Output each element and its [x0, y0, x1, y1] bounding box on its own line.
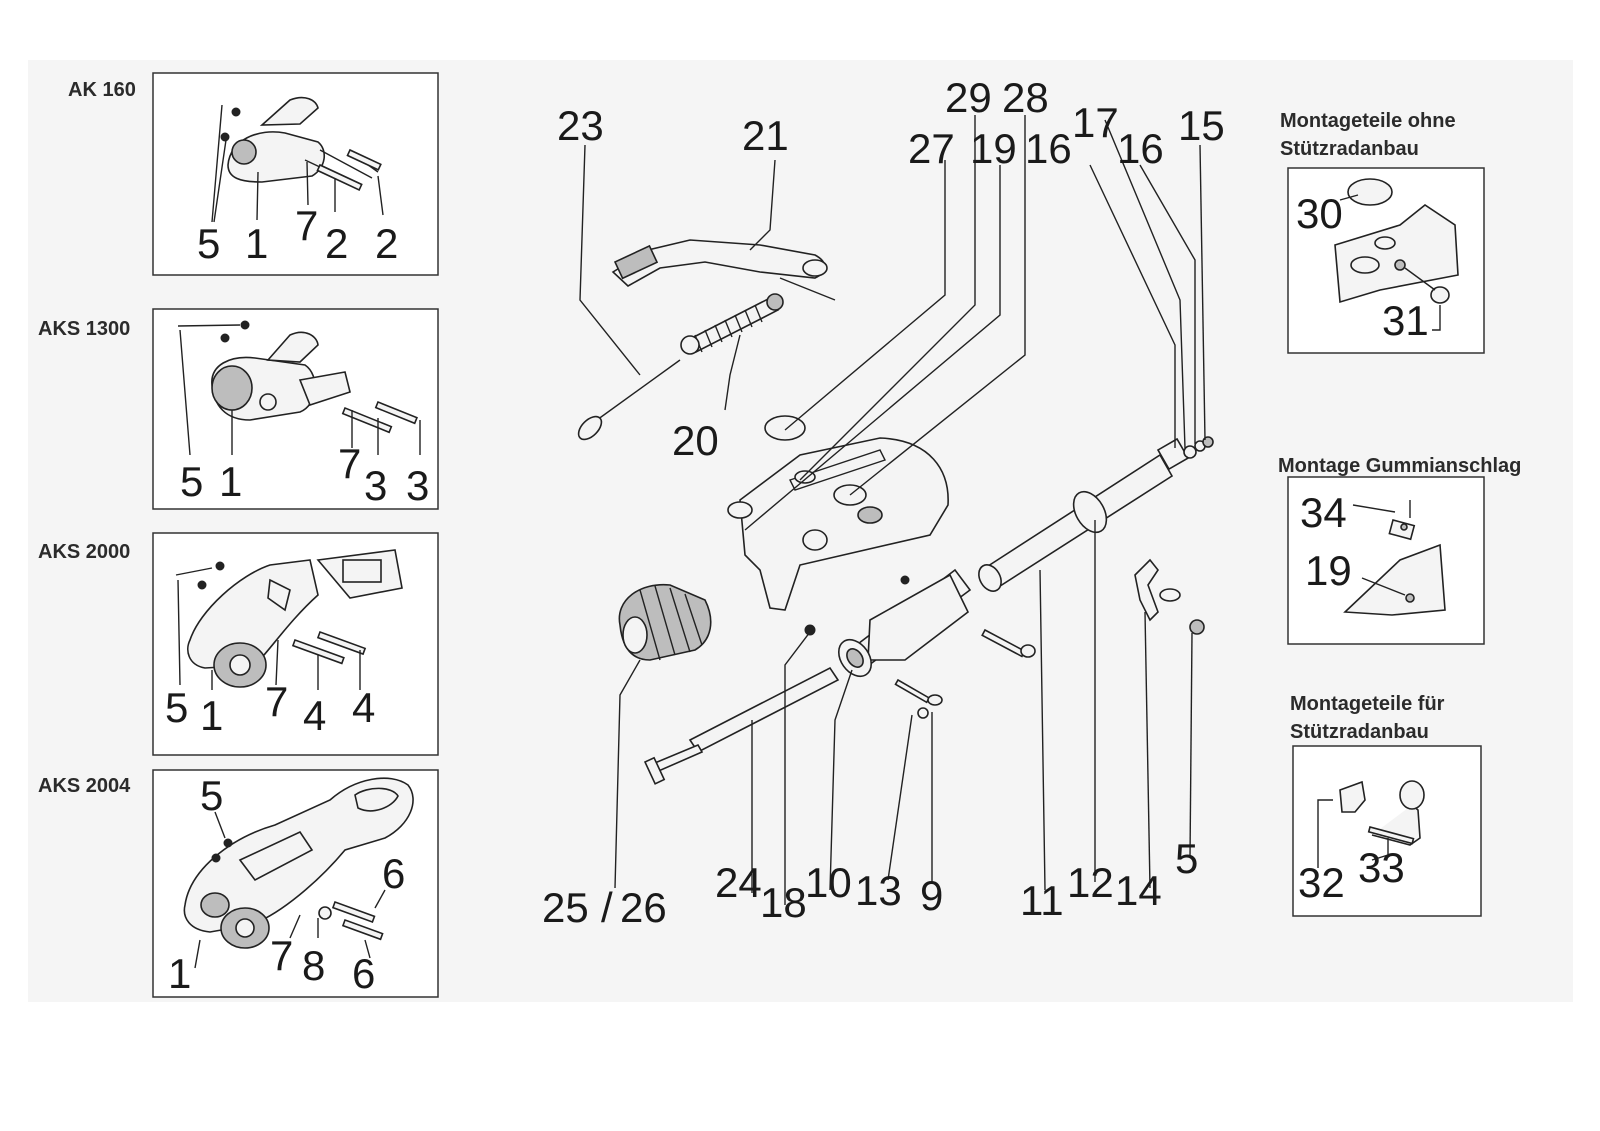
label-aks2004-6a: 6	[382, 850, 405, 897]
label-aks2000-4b: 4	[352, 684, 375, 731]
label-aks2004-5: 5	[200, 772, 223, 819]
coupling-ak160-drawing	[211, 96, 384, 223]
label-main-10: 10	[805, 859, 852, 906]
label-aks1300-7: 7	[338, 440, 361, 487]
main-assembly-drawing	[577, 115, 1214, 905]
label-main-12: 12	[1067, 859, 1114, 906]
label-main-17: 17	[1072, 99, 1119, 146]
label-main-9: 9	[920, 872, 943, 919]
label-ohne-30: 30	[1296, 190, 1343, 237]
label-aks2000-4a: 4	[303, 692, 326, 739]
heading-aks1300: AKS 1300	[38, 318, 130, 340]
label-ak160-5: 5	[197, 220, 220, 267]
coupling-aks1300-drawing	[177, 320, 421, 456]
label-main-13: 13	[855, 867, 902, 914]
gummianschlag-drawing	[1343, 500, 1446, 616]
label-aks2004-1: 1	[168, 950, 191, 997]
heading-ohne-line2: Stützradanbau	[1280, 138, 1419, 160]
ohne-stuetzrad-drawing	[1334, 178, 1459, 331]
label-main-15: 15	[1178, 102, 1225, 149]
label-main-23: 23	[557, 102, 604, 149]
label-ak160-1: 1	[245, 220, 268, 267]
label-main-14: 14	[1115, 867, 1162, 914]
label-aks1300-1: 1	[219, 458, 242, 505]
label-aks2000-5: 5	[165, 684, 188, 731]
coupling-aks2000-drawing	[175, 549, 403, 690]
heading-ohne-line1: Montageteile ohne	[1280, 110, 1456, 132]
heading-aks2000: AKS 2000	[38, 541, 130, 563]
label-main-16b: 16	[1117, 125, 1164, 172]
label-main-21: 21	[742, 112, 789, 159]
label-main-18: 18	[760, 879, 807, 926]
heading-gummi: Montage Gummianschlag	[1278, 455, 1521, 477]
heading-ak160: AK 160	[68, 79, 136, 101]
label-main-28: 28	[1002, 74, 1049, 121]
label-aks2000-7: 7	[265, 678, 288, 725]
fuer-stuetzrad-drawing	[1317, 780, 1425, 868]
heading-fuer-line2: Stützradanbau	[1290, 721, 1429, 743]
label-gummi-34: 34	[1300, 489, 1347, 536]
label-main-20: 20	[672, 417, 719, 464]
label-ak160-2b: 2	[375, 220, 398, 267]
label-main-slash: /	[601, 884, 613, 931]
label-ak160-7: 7	[295, 202, 318, 249]
heading-fuer-line1: Montageteile für	[1290, 693, 1445, 715]
label-main-19: 19	[970, 125, 1017, 172]
label-main-11: 11	[1020, 877, 1064, 924]
label-ohne-31: 31	[1382, 297, 1429, 344]
coupling-aks2004-drawing	[183, 777, 414, 969]
label-main-26: 26	[620, 884, 667, 931]
label-main-25: 25	[542, 884, 589, 931]
label-ak160-2a: 2	[325, 220, 348, 267]
label-aks2004-8: 8	[302, 942, 325, 989]
box-gummianschlag	[1287, 476, 1485, 645]
label-main-16a: 16	[1025, 125, 1072, 172]
label-fuer-32: 32	[1298, 859, 1345, 906]
label-main-29: 29	[945, 74, 992, 121]
label-main-5: 5	[1175, 835, 1198, 882]
label-main-24: 24	[715, 859, 762, 906]
heading-aks2004: AKS 2004	[38, 775, 131, 797]
label-main-27: 27	[908, 125, 955, 172]
label-gummi-19: 19	[1305, 547, 1352, 594]
label-aks2004-7: 7	[270, 932, 293, 979]
label-aks1300-5: 5	[180, 458, 203, 505]
label-aks1300-3a: 3	[364, 462, 387, 509]
label-aks2000-1: 1	[200, 692, 223, 739]
label-aks2004-6b: 6	[352, 950, 375, 997]
label-fuer-33: 33	[1358, 844, 1405, 891]
label-aks1300-3b: 3	[406, 462, 429, 509]
